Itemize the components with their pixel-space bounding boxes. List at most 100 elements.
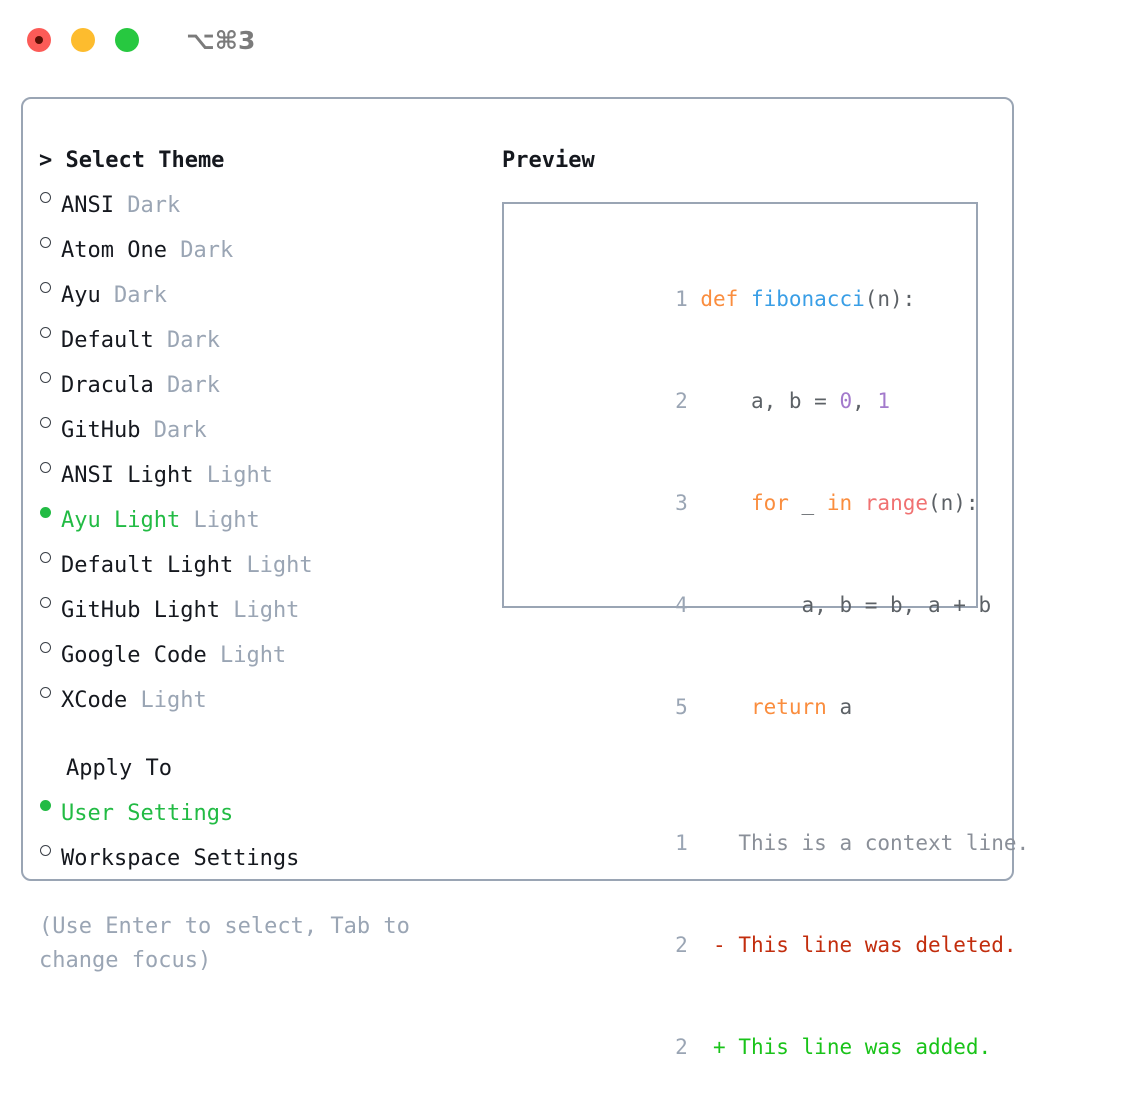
zoom-button[interactable] (115, 28, 139, 52)
theme-variant: Dark (166, 373, 220, 398)
preview-box: 1 def fibonacci(n): 2 a, b = 0, 1 3 for … (502, 202, 1029, 1059)
diff-text: This is a context line. (738, 831, 1030, 855)
radio-icon[interactable] (39, 538, 61, 572)
code-token: (n): (928, 491, 979, 515)
theme-label: ANSI (61, 193, 114, 218)
diff-line-added: 2 + This line was added. (522, 996, 991, 1098)
code-token: in (826, 491, 853, 515)
theme-variant: Dark (127, 193, 181, 218)
apply-to-item-user-settings[interactable]: User Settings (39, 786, 469, 831)
theme-list: ANSI Dark Atom One Dark Ayu (39, 178, 469, 718)
theme-item-default-light[interactable]: Default Light Light (39, 538, 469, 583)
theme-label: XCode (61, 688, 128, 713)
theme-label: Google Code (61, 643, 207, 668)
theme-variant: Light (140, 688, 207, 713)
theme-item-dracula[interactable]: Dracula Dark (39, 358, 469, 403)
theme-item-github[interactable]: GitHub Dark (39, 403, 469, 448)
radio-icon[interactable] (39, 583, 61, 617)
select-theme-heading: > Select Theme (39, 148, 225, 173)
theme-item-xcode[interactable]: XCode Light (39, 673, 469, 718)
theme-item-ansi-light[interactable]: ANSI Light Light (39, 448, 469, 493)
theme-item-atom-one[interactable]: Atom One Dark (39, 223, 469, 268)
line-number: 4 (675, 593, 688, 617)
app-window: ⌥⌘3 > Select Theme ANSI Dark Atom One (0, 0, 1140, 1059)
radio-icon[interactable] (39, 831, 61, 865)
line-number: 2 (675, 933, 688, 957)
preview-spacer (522, 758, 976, 792)
radio-icon[interactable] (39, 358, 61, 392)
theme-label: Default (61, 328, 154, 353)
radio-icon[interactable] (39, 673, 61, 707)
code-token: def (700, 287, 751, 311)
code-line: 3 for _ in range(n): (522, 452, 979, 554)
theme-variant: Dark (166, 328, 220, 353)
code-token: fibonacci (750, 287, 865, 311)
radio-icon[interactable] (39, 628, 61, 662)
radio-icon[interactable] (39, 403, 61, 437)
code-token: , (852, 389, 878, 413)
theme-picker-column: > Select Theme ANSI Dark Atom One Dark (39, 144, 469, 978)
preview-column: Preview 1 def fibonacci(n): 2 a, b = 0, … (502, 144, 1029, 1059)
theme-label: Atom One (61, 238, 167, 263)
code-token: 0 (839, 389, 853, 413)
code-line: 1 def fibonacci(n): (522, 248, 976, 350)
radio-icon[interactable] (39, 223, 61, 257)
theme-label: Default Light (61, 553, 234, 578)
theme-item-google-code[interactable]: Google Code Light (39, 628, 469, 673)
diff-marker (713, 831, 726, 855)
line-number: 3 (675, 491, 688, 515)
radio-icon[interactable] (39, 178, 61, 212)
apply-to-list: User Settings Workspace Settings (39, 786, 469, 876)
code-token: (n): (864, 287, 916, 311)
code-line: 5 return a (522, 656, 976, 758)
diff-text: This line was added. (738, 1035, 992, 1059)
theme-label: Ayu Light (61, 508, 181, 533)
theme-variant: Light (233, 598, 300, 623)
diff-line-deleted: 2 - This line was deleted. (522, 894, 1016, 996)
code-token: return (750, 695, 827, 719)
window-controls (27, 28, 139, 52)
apply-to-label: Workspace Settings (61, 846, 300, 871)
theme-item-github-light[interactable]: GitHub Light Light (39, 583, 469, 628)
theme-item-default[interactable]: Default Dark (39, 313, 469, 358)
radio-icon-selected[interactable] (39, 786, 61, 820)
radio-icon[interactable] (39, 448, 61, 482)
section-spacer (39, 718, 469, 752)
theme-variant: Light (246, 553, 313, 578)
theme-label: ANSI Light (61, 463, 194, 488)
diff-marker: - (713, 933, 726, 957)
theme-label: Dracula (61, 373, 154, 398)
preview-heading: Preview (502, 148, 595, 173)
keyboard-hint: (Use Enter to select, Tab to change focu… (39, 914, 424, 973)
line-number: 1 (675, 831, 688, 855)
code-line: 2 a, b = 0, 1 (522, 350, 976, 452)
theme-variant: Light (219, 643, 287, 668)
window-title: ⌥⌘3 (186, 25, 256, 55)
theme-label: GitHub (61, 418, 141, 443)
line-number: 2 (675, 1035, 688, 1059)
code-line: 4 a, b = b, a + b (522, 554, 991, 656)
theme-item-ayu-light[interactable]: Ayu Light Light (39, 493, 469, 538)
theme-variant: Dark (180, 238, 234, 263)
diff-marker: + (713, 1035, 726, 1059)
code-token: 1 (877, 389, 891, 413)
code-token: a (826, 695, 853, 719)
theme-label: Ayu (61, 283, 101, 308)
code-token: for (750, 491, 789, 515)
minimize-button[interactable] (71, 28, 95, 52)
code-token: a, b = (700, 389, 840, 413)
theme-item-ayu[interactable]: Ayu Dark (39, 268, 469, 313)
theme-variant: Light (193, 508, 260, 533)
code-token: range (864, 491, 928, 515)
theme-item-ansi[interactable]: ANSI Dark (39, 178, 469, 223)
diff-text: This line was deleted. (738, 933, 1017, 957)
radio-icon[interactable] (39, 313, 61, 347)
code-token: a, b = b, a + b (700, 593, 992, 617)
diff-line-context: 1 This is a context line. (522, 792, 1029, 894)
code-token (852, 491, 865, 515)
apply-to-item-workspace-settings[interactable]: Workspace Settings (39, 831, 469, 876)
close-button[interactable] (27, 28, 51, 52)
radio-icon[interactable] (39, 268, 61, 302)
radio-icon-selected[interactable] (39, 493, 61, 527)
title-bar: ⌥⌘3 (0, 0, 1140, 80)
